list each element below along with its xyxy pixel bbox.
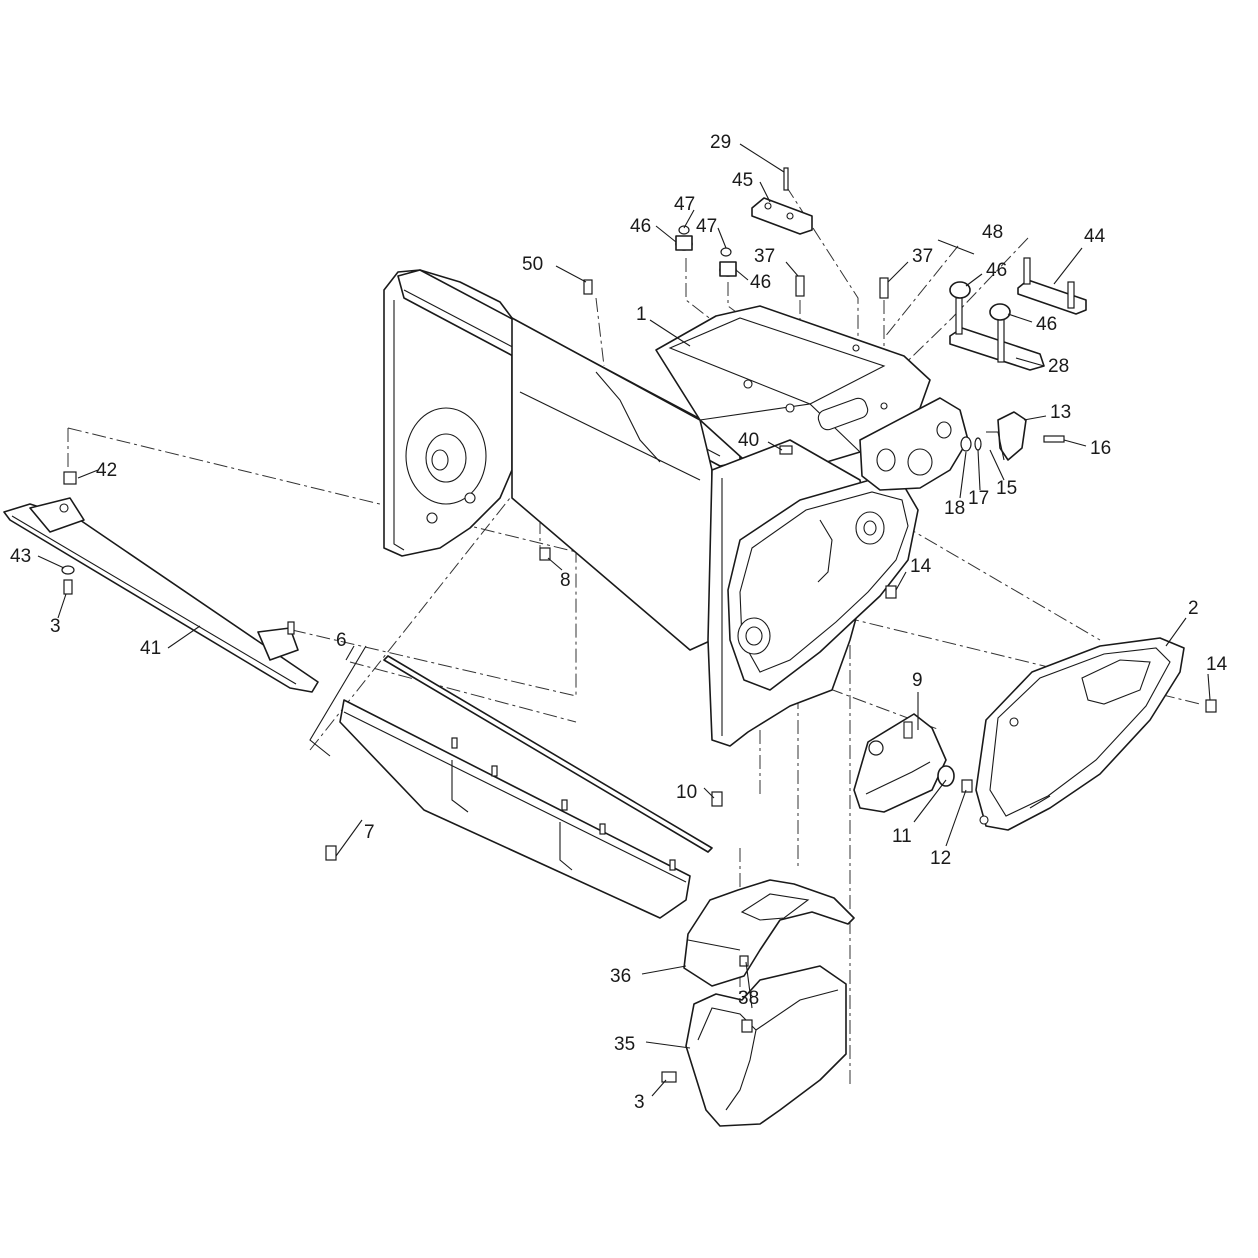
belt-cover — [975, 637, 1185, 831]
callout-47: 47 — [696, 216, 717, 237]
callout-10: 10 — [676, 782, 697, 803]
callout-43: 43 — [10, 546, 31, 567]
callout-50: 50 — [522, 254, 543, 275]
callout-7: 7 — [364, 822, 375, 843]
callout-3: 3 — [634, 1092, 645, 1113]
callout-42: 42 — [96, 460, 117, 481]
callout-16: 16 — [1090, 438, 1111, 459]
shave-plate — [339, 655, 713, 919]
callout-17: 17 — [968, 488, 989, 509]
auger-housing — [383, 269, 969, 747]
callout-9: 9 — [912, 670, 923, 691]
callout-35: 35 — [614, 1034, 635, 1055]
alignment-lines — [67, 185, 1201, 1084]
leader-lines — [37, 143, 1211, 1097]
callout-12: 12 — [930, 848, 951, 869]
callout-46: 46 — [986, 260, 1007, 281]
callout-14: 14 — [910, 556, 932, 577]
callout-2: 2 — [1188, 598, 1199, 619]
callout-46: 46 — [630, 216, 651, 237]
callout-46: 46 — [750, 272, 771, 293]
callout-46: 46 — [1036, 314, 1057, 335]
callout-38: 38 — [738, 988, 759, 1009]
callout-8: 8 — [560, 570, 571, 591]
callout-29: 29 — [710, 132, 731, 153]
bearing-bracket — [853, 713, 973, 813]
callout-13: 13 — [1050, 402, 1071, 423]
callout-41: 41 — [140, 638, 161, 659]
callout-47: 47 — [674, 194, 695, 215]
callout-36: 36 — [610, 966, 631, 987]
callout-1: 1 — [636, 304, 647, 325]
callout-37: 37 — [912, 246, 933, 267]
callout-28: 28 — [1048, 356, 1069, 377]
callout-44: 44 — [1084, 226, 1106, 247]
callout-6: 6 — [336, 630, 347, 651]
scraper-bar — [3, 497, 319, 693]
callout-3: 3 — [50, 616, 61, 637]
callout-15: 15 — [996, 478, 1017, 499]
callout-labels: 29 45 47 46 47 37 46 50 37 48 44 46 46 1… — [10, 132, 1228, 1113]
callout-48: 48 — [982, 222, 1003, 243]
callout-11: 11 — [892, 826, 912, 847]
callout-18: 18 — [944, 498, 965, 519]
callout-40: 40 — [738, 430, 759, 451]
chute-housing — [685, 965, 847, 1127]
callout-14: 14 — [1206, 654, 1228, 675]
callout-37: 37 — [754, 246, 775, 267]
chute-deflector — [683, 879, 855, 987]
callout-45: 45 — [732, 170, 753, 191]
